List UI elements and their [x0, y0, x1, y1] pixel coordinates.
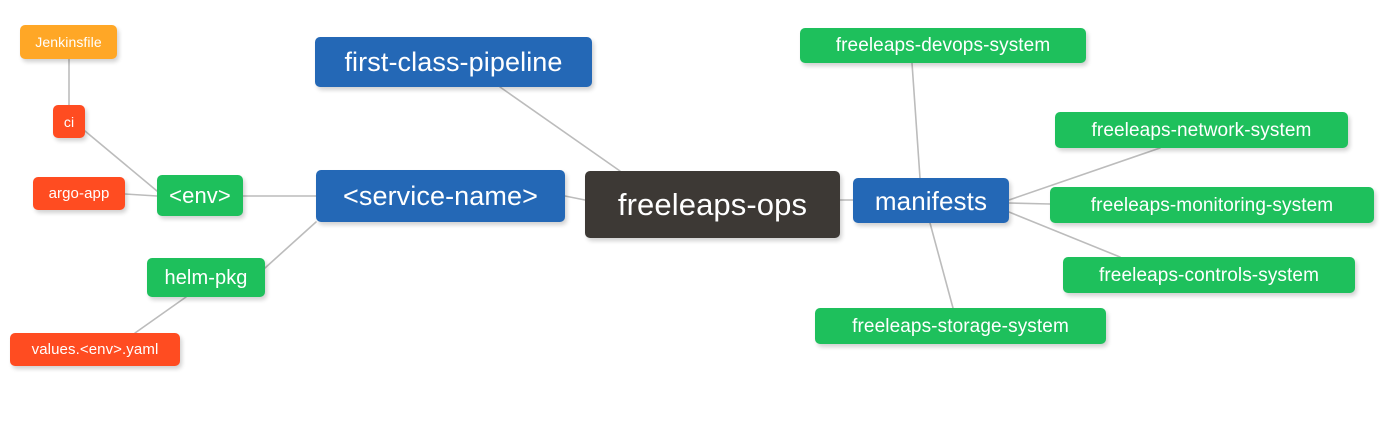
mindmap-node-manifests[interactable]: manifests	[853, 178, 1009, 223]
mindmap-node-helm-pkg[interactable]: helm-pkg	[147, 258, 265, 297]
mindmap-node-jenkinsfile[interactable]: Jenkinsfile	[20, 25, 117, 59]
edge-manifests-to-freeleaps-monitoring-system	[1008, 202, 1051, 205]
mindmap-node-service-name[interactable]: <service-name>	[316, 170, 565, 222]
mindmap-node-freeleaps-controls-system[interactable]: freeleaps-controls-system	[1063, 257, 1355, 293]
mindmap-node-freeleaps-ops[interactable]: freeleaps-ops	[585, 171, 840, 238]
mindmap-node-freeleaps-monitoring-system[interactable]: freeleaps-monitoring-system	[1050, 187, 1374, 223]
mindmap-node-freeleaps-network-system[interactable]: freeleaps-network-system	[1055, 112, 1348, 148]
edge-service-name-to-helm-pkg	[264, 221, 317, 269]
edge-manifests-to-freeleaps-devops-system	[911, 62, 921, 179]
edge-helm-pkg-to-values-yaml	[134, 296, 187, 334]
mindmap-node-first-class-pipeline[interactable]: first-class-pipeline	[315, 37, 592, 87]
edge-manifests-to-freeleaps-storage-system	[929, 222, 954, 309]
mindmap-node-env[interactable]: <env>	[157, 175, 243, 216]
edge-argo-app-to-env	[124, 193, 158, 197]
edge-service-name-to-freeleaps-ops	[564, 195, 586, 201]
mindmap-node-argo-app[interactable]: argo-app	[33, 177, 125, 210]
mindmap-node-values-yaml[interactable]: values.<env>.yaml	[10, 333, 180, 366]
edge-first-class-pipeline-to-freeleaps-ops	[499, 86, 621, 172]
mindmap-node-ci[interactable]: ci	[53, 105, 85, 138]
mindmap-node-freeleaps-storage-system[interactable]: freeleaps-storage-system	[815, 308, 1106, 344]
mindmap-node-freeleaps-devops-system[interactable]: freeleaps-devops-system	[800, 28, 1086, 63]
